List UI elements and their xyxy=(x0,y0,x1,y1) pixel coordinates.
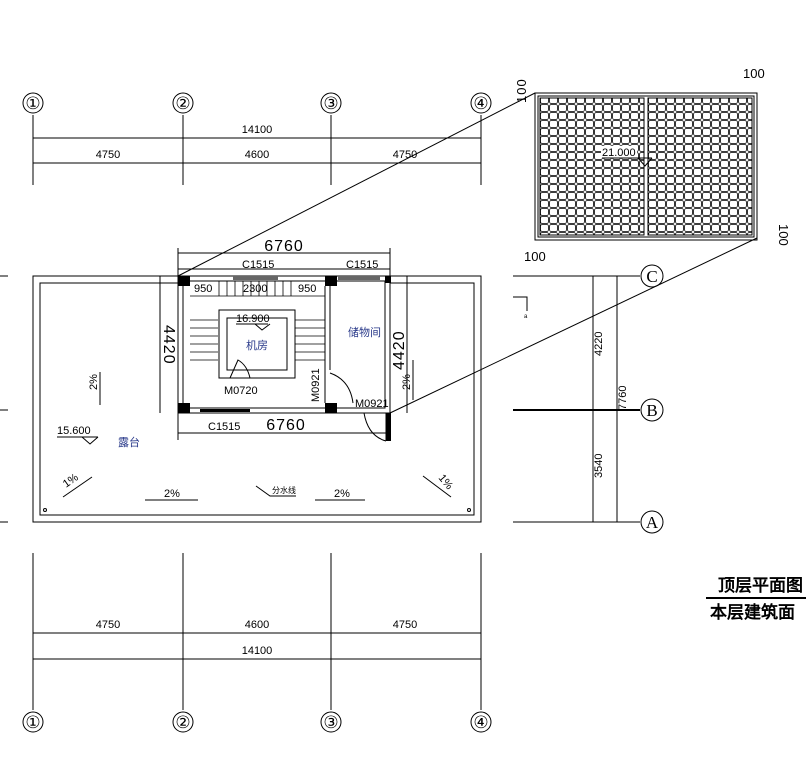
title-line-2: 本层建筑面 xyxy=(710,602,795,623)
window-top-1: C1515 xyxy=(242,259,274,271)
axis-1-top: ① xyxy=(25,94,40,113)
divide-line-label: 分水线 xyxy=(272,485,296,495)
stair-seg-3: 950 xyxy=(298,283,316,295)
leader-line xyxy=(177,92,536,277)
axis-4-bottom: ④ xyxy=(473,713,488,732)
dim-overall-top: 14100 xyxy=(242,124,273,136)
detail-dim-tl: 100 xyxy=(514,78,529,103)
axis-1-bottom: ① xyxy=(25,713,40,732)
door-m0921-vertical: M0921 xyxy=(310,368,322,402)
machine-room-label: 机房 xyxy=(246,338,268,352)
leader-line xyxy=(389,237,758,414)
axis-a: A xyxy=(646,513,659,532)
dim-3540: 3540 xyxy=(593,454,605,478)
door-m0720: M0720 xyxy=(224,385,258,397)
axis-b: B xyxy=(646,401,657,420)
dim-bay-2-top: 4600 xyxy=(245,149,269,161)
terrace-label: 露台 xyxy=(118,435,140,449)
axis-3-top: ③ xyxy=(323,94,338,113)
dim-bay-2-bottom: 4600 xyxy=(245,619,269,631)
dim-bay-1-bottom: 4750 xyxy=(96,619,120,631)
dim-bay-3-top: 4750 xyxy=(393,149,417,161)
dim-overall-bottom: 14100 xyxy=(242,645,273,657)
axis-c: C xyxy=(646,267,657,286)
dim-bay-1-top: 4750 xyxy=(96,149,120,161)
top-axis-grid: ① ② ③ ④ 14100 4750 4600 4750 xyxy=(22,92,492,185)
slope-left: 2% xyxy=(88,374,100,390)
dim-4220: 4220 xyxy=(593,332,605,356)
dim-stair-depth-left: 4420 xyxy=(160,325,177,365)
window-bottom: C1515 xyxy=(208,421,240,433)
axis-2-bottom: ② xyxy=(175,713,190,732)
level-terrace: 15.600 xyxy=(57,425,91,437)
stair-seg-1: 950 xyxy=(194,283,212,295)
axis-2-top: ② xyxy=(175,94,190,113)
dim-stair-width-top: 6760 xyxy=(264,238,304,255)
detail-dim-bl: 100 xyxy=(524,249,546,264)
right-axis-grid: C B A 4220 3540 7760 xyxy=(513,264,664,534)
stair-block: 950 2300 950 16.900 机房 M0720 M0921 储物间 M… xyxy=(159,238,408,442)
level-machine: 16.900 xyxy=(236,313,270,325)
window-top-2: C1515 xyxy=(346,259,378,271)
axis-4-top: ④ xyxy=(473,94,488,113)
slope-corner-right: 1% xyxy=(436,472,456,492)
bottom-axis-grid: ① ② ③ ④ 4750 4600 4750 14100 xyxy=(22,553,492,733)
slope-bottom-left: 2% xyxy=(164,488,180,500)
dim-bay-3-bottom: 4750 xyxy=(393,619,417,631)
dim-stair-depth-right: 4420 xyxy=(391,330,408,370)
slope-corner-left: 1% xyxy=(61,471,81,490)
detail-dim-tr: 100 xyxy=(743,66,765,81)
drawing-title: 顶层平面图 本层建筑面 xyxy=(706,576,806,623)
section-mark: a xyxy=(524,314,528,320)
storage-room-label: 储物间 xyxy=(348,325,381,339)
detail-dim-br: 100 xyxy=(776,224,791,246)
stair-seg-2: 2300 xyxy=(243,283,267,295)
axis-3-bottom: ③ xyxy=(323,713,338,732)
slope-bottom-right: 2% xyxy=(334,488,350,500)
title-line-1: 顶层平面图 xyxy=(718,576,803,596)
level-roof: 21.000 xyxy=(602,147,636,159)
dim-stair-width-bottom: 6760 xyxy=(266,417,306,434)
door-m0921: M0921 xyxy=(355,398,389,410)
dim-7760: 7760 xyxy=(617,386,629,410)
roof-detail: 21.000 100 100 100 100 xyxy=(514,66,791,264)
